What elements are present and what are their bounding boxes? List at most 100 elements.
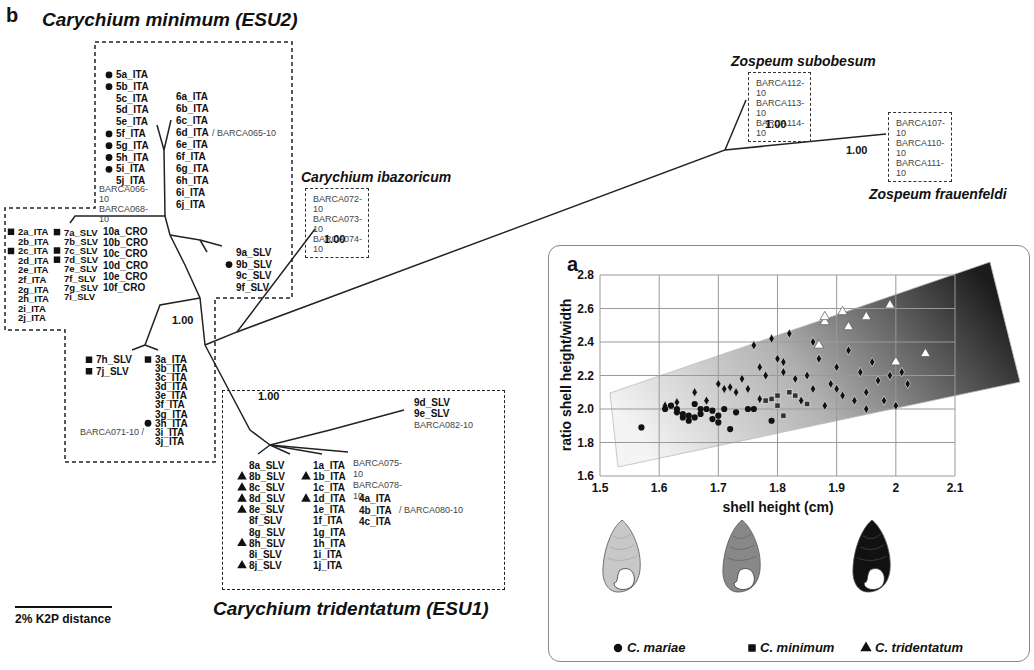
grid-line [600,442,955,443]
data-point [798,396,803,405]
branch [145,345,158,350]
data-point [751,406,757,412]
data-point [733,409,739,415]
legend-label: C. tridentatum [875,640,963,655]
sample-marker [54,229,60,235]
data-point [893,401,898,410]
sample-marker [106,83,113,90]
data-point [638,424,644,430]
data-point [891,357,901,365]
tick-label: 2.6 [577,302,594,316]
branch [164,150,165,216]
sample-marker [145,356,151,362]
data-point [727,426,733,432]
sample-marker [237,538,247,546]
sample-marker [106,142,113,149]
data-point [875,376,880,385]
inset-panel: a [548,245,1030,662]
barcode-label: BARCA071-10 / [80,427,144,437]
panel-letter: b [6,4,18,27]
snail-icon [853,520,890,592]
sample-marker [237,560,247,568]
data-point [787,390,792,395]
sample-marker [106,72,113,79]
data-point [864,388,869,397]
data-point [704,396,709,405]
sample-marker [8,248,14,254]
barcode-label: / BARCA065-10 [212,127,276,139]
data-point [834,362,839,371]
data-point [768,418,774,424]
sample-labels: 1a_ITA 1b_ITA 1c_ITA 1d_ITA 1e_ITA 1f_IT… [313,460,345,571]
data-point [692,414,698,420]
data-point [692,388,697,397]
sample-marker [86,368,92,374]
data-point [674,406,680,412]
sample-labels: 9d_SLV 9e_SLV [414,397,450,419]
sample-labels: 6a_ITA 6b_ITA 6c_ITA 6d_ITA 6e_ITA 6f_IT… [176,91,208,211]
range-band [610,262,1020,467]
sample-marker [54,247,60,253]
axis-title: shell height (cm) [722,499,833,515]
tick-label: 1.6 [577,469,594,483]
branch [132,345,145,350]
tick-label: 1.7 [710,481,727,495]
data-point [885,300,895,308]
barcode-label: / BARCA080-10 [399,505,463,516]
clade-box: Carychium minimum (ESU2)5a_ITA 5b_ITA 5c… [5,42,292,462]
sample-labels: 7a_SLV 7b_SLV 7c_SLV 7d_SLV 7e_SLV 7f_SL… [64,228,98,302]
tick-label: 1.6 [651,481,668,495]
sample-marker [301,471,311,479]
sample-marker [237,493,247,501]
sample-labels: 9a_SLV 9b_SLV 9c_SLV 9f_SLV [236,247,272,294]
scatter-chart [548,245,1030,662]
sample-marker [54,256,60,262]
data-point [921,348,931,356]
data-point [751,341,756,350]
clade-heading: Zospeum frauenfeldi [869,186,1007,203]
data-point [804,401,809,406]
data-point [757,362,762,371]
tick-label: 1.8 [577,436,594,450]
legend-label: C. mariae [627,640,686,655]
axis-title: ratio shell height/width [558,299,574,451]
clade-heading: Carychium tridentatum (ESU1) [213,598,489,621]
data-point [869,357,874,366]
snail-icon [603,520,640,592]
data-point [709,408,715,414]
support-value: 1.00 [846,144,867,156]
data-point [804,371,809,380]
data-point [810,384,815,393]
sample-marker [237,504,247,512]
grid-line [600,476,955,477]
panel-letter: a [567,252,578,276]
sample-labels: 4a_ITA 4b_ITA 4c_ITA [359,493,391,528]
branch [164,120,171,150]
branch [157,125,164,150]
sample-marker [237,471,247,479]
clade-box: Carychium ibazoricumBARCA072-10 BARCA073… [305,188,369,258]
data-point [733,388,738,397]
data-point [781,367,786,376]
sample-labels: 3a_ITA 3b_ITA 3c_ITA 3d_ITA 3e_ITA 3f_IT… [155,355,187,446]
clade-box: Carychium tridentatum (ESU1)9d_SLV 9e_SL… [222,390,505,590]
data-point [763,371,768,380]
sample-labels: 7h_SLV 7j_SLV [96,354,132,377]
data-point [781,357,786,366]
data-point [834,384,839,393]
grid-line [600,275,955,276]
sample-marker [237,482,247,490]
sample-labels: 5a_ITA 5b_ITA 5c_ITA 5d_ITA 5e_ITA 5f_IT… [116,69,148,187]
data-point [787,329,792,338]
data-point [739,374,744,383]
tick-label: 2.4 [577,335,594,349]
barcode-label: BARCA082-10 [414,420,473,430]
clade-box: Zospeum subobesumBARCA112-10 BARCA113-10… [748,72,811,142]
data-point [822,401,827,410]
data-point [793,374,798,383]
data-point [905,379,910,388]
sample-marker [106,166,113,173]
sample-marker [8,229,14,235]
data-point [686,413,692,419]
data-point [727,382,732,391]
